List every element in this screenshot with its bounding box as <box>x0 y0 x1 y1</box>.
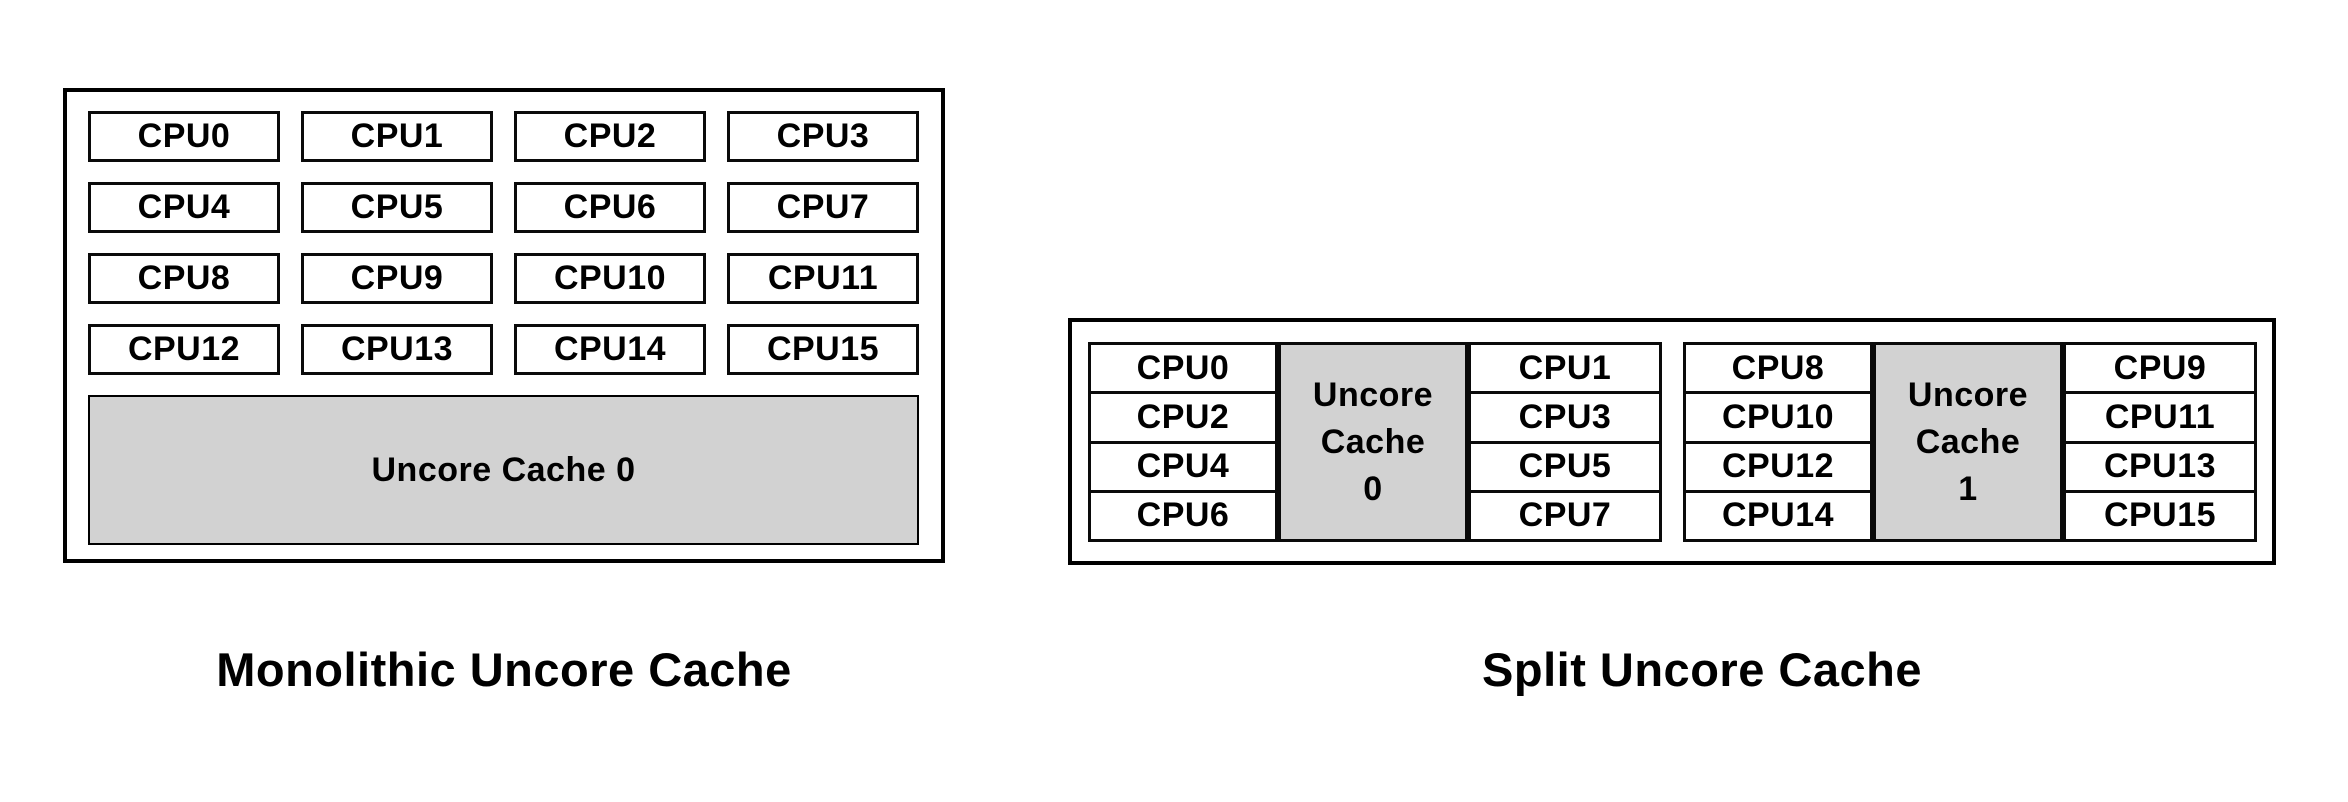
uncore-cache-1-box: Uncore Cache 1 <box>1873 342 2063 542</box>
cluster-1-right-cpu-column: CPU9 CPU11 CPU13 CPU15 <box>2063 342 2257 542</box>
cpu-box: CPU3 <box>727 111 919 162</box>
uncore-label-line: Cache <box>1915 422 2021 461</box>
uncore-label-line: Uncore <box>1312 375 1434 414</box>
split-caption: Split Uncore Cache <box>1482 643 1922 696</box>
cpu-box: CPU10 <box>1686 391 1870 440</box>
uncore-cache-0-box: Uncore Cache 0 <box>1278 342 1468 542</box>
uncore-label-line: 1 <box>1958 469 1978 508</box>
cpu-box: CPU0 <box>88 111 280 162</box>
cpu-box: CPU2 <box>1091 391 1275 440</box>
cpu-box: CPU0 <box>1136 348 1230 387</box>
cpu-box: CPU14 <box>1686 489 1870 539</box>
uncore-cache-0-box: Uncore Cache 0 <box>88 395 919 545</box>
split-cluster-1: CPU8 CPU10 CPU12 CPU14 Uncore Cache 1 CP… <box>1683 342 2257 542</box>
monolithic-cpu-grid: CPU0 CPU1 CPU2 CPU3 CPU4 CPU5 CPU6 CPU7 … <box>88 111 919 375</box>
cpu-box: CPU9 <box>2113 348 2207 387</box>
cpu-box: CPU15 <box>2066 489 2254 539</box>
split-cluster-0: CPU0 CPU2 CPU4 CPU6 Uncore Cache 0 CPU1 … <box>1088 342 1662 542</box>
cpu-box: CPU6 <box>514 182 706 233</box>
cpu-box: CPU13 <box>301 324 493 375</box>
split-diagram: CPU0 CPU2 CPU4 CPU6 Uncore Cache 0 CPU1 … <box>1068 318 2276 565</box>
cpu-box: CPU6 <box>1091 489 1275 539</box>
monolithic-diagram: CPU0 CPU1 CPU2 CPU3 CPU4 CPU5 CPU6 CPU7 … <box>63 88 945 563</box>
cluster-1-left-cpu-column: CPU8 CPU10 CPU12 CPU14 <box>1683 342 1873 542</box>
cpu-box: CPU7 <box>1471 489 1659 539</box>
cpu-box: CPU8 <box>1731 348 1825 387</box>
cpu-box: CPU2 <box>514 111 706 162</box>
cpu-box: CPU3 <box>1471 391 1659 440</box>
cpu-box: CPU5 <box>1471 440 1659 490</box>
cpu-box: CPU5 <box>301 182 493 233</box>
cpu-box: CPU12 <box>88 324 280 375</box>
monolithic-caption: Monolithic Uncore Cache <box>216 643 792 696</box>
cpu-box: CPU14 <box>514 324 706 375</box>
cpu-box: CPU13 <box>2066 440 2254 490</box>
cpu-box: CPU11 <box>2066 391 2254 440</box>
cpu-box: CPU7 <box>727 182 919 233</box>
cpu-box: CPU11 <box>727 253 919 304</box>
cluster-0-left-cpu-column: CPU0 CPU2 CPU4 CPU6 <box>1088 342 1278 542</box>
cpu-box: CPU10 <box>514 253 706 304</box>
uncore-label-line: Cache <box>1320 422 1426 461</box>
cpu-box: CPU1 <box>1518 348 1612 387</box>
uncore-label-line: 0 <box>1363 469 1383 508</box>
cpu-box: CPU4 <box>1091 440 1275 490</box>
cpu-box: CPU8 <box>88 253 280 304</box>
cpu-box: CPU12 <box>1686 440 1870 490</box>
cpu-box: CPU1 <box>301 111 493 162</box>
cpu-box: CPU9 <box>301 253 493 304</box>
cpu-box: CPU4 <box>88 182 280 233</box>
cluster-0-right-cpu-column: CPU1 CPU3 CPU5 CPU7 <box>1468 342 1662 542</box>
uncore-label-line: Uncore <box>1907 375 2029 414</box>
cpu-box: CPU15 <box>727 324 919 375</box>
